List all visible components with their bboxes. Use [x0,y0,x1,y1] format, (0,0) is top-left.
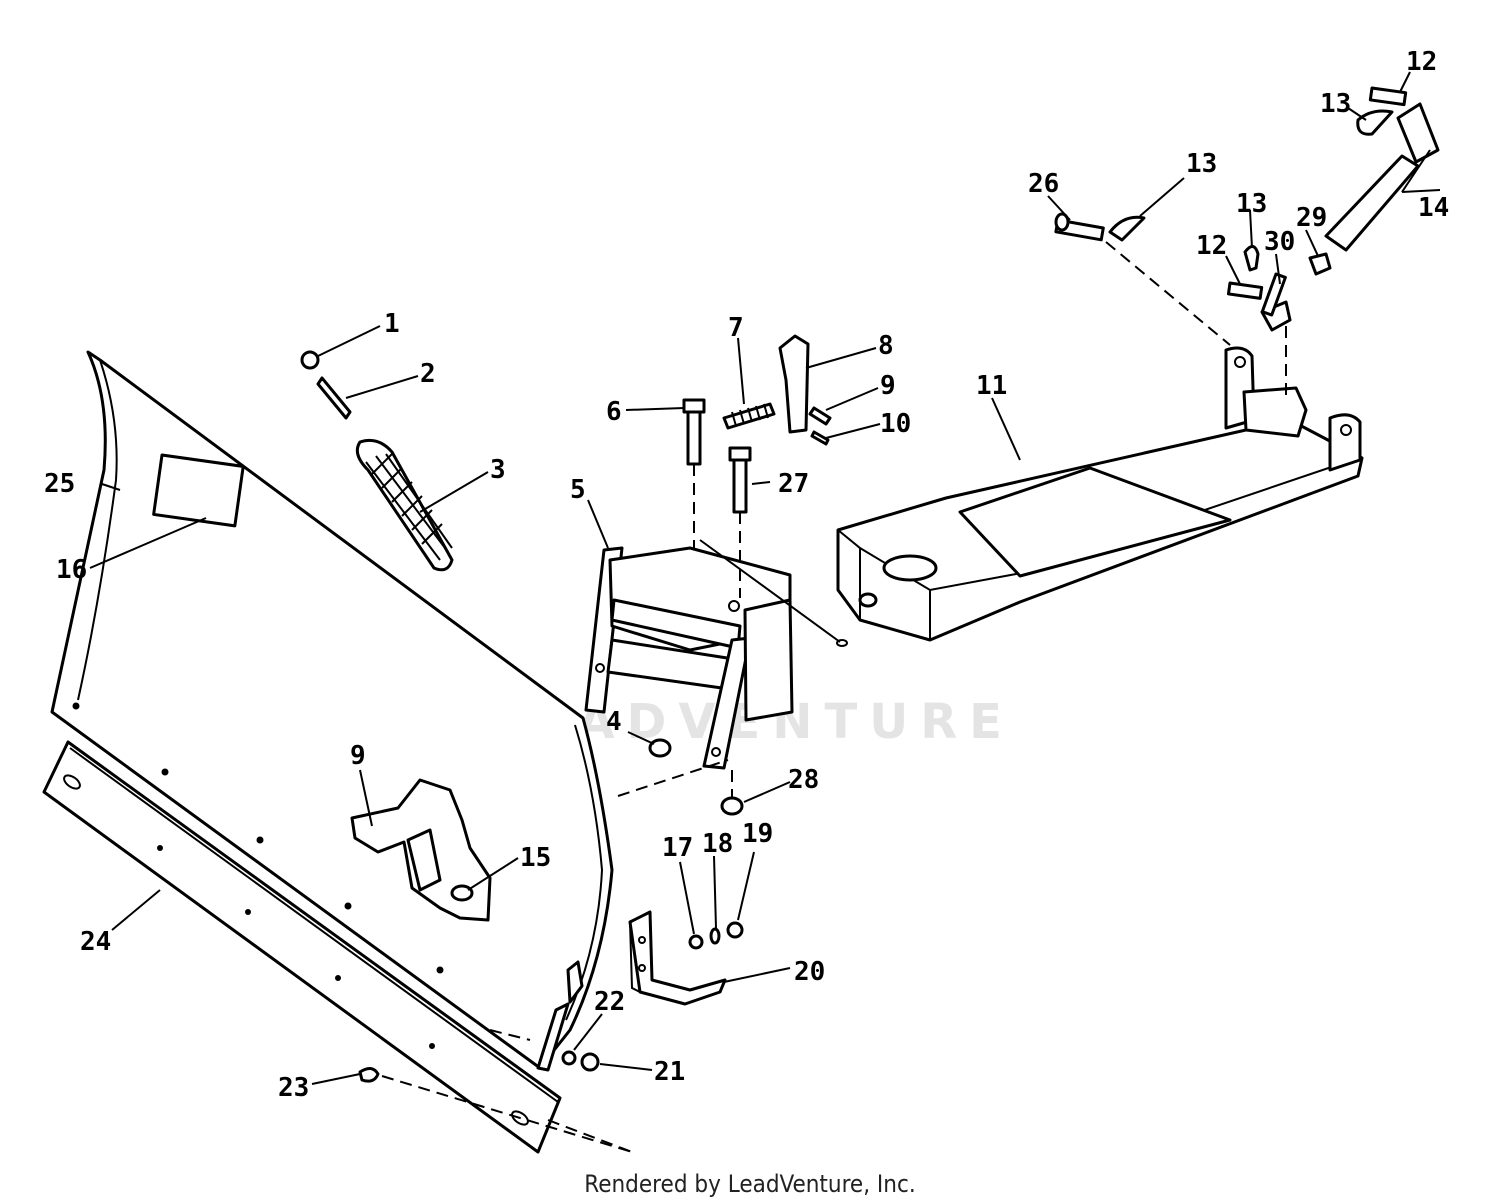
adjuster-30 [1260,300,1292,332]
extension-spring-3 [355,438,454,572]
callout-14: 14 [1418,193,1449,223]
leader-lines [89,71,1441,1085]
callout-3: 3 [490,455,506,485]
hairpin-13c [1356,109,1394,136]
mount-bracket [628,910,727,1006]
pivot-frame [584,539,848,770]
callout-27: 27 [778,469,809,499]
callout-9-bracket: 9 [350,741,366,771]
lock-washer-22 [561,1050,577,1066]
nut-21 [580,1052,600,1072]
callout-19: 19 [742,819,773,849]
callout-29: 29 [1296,203,1327,233]
callout-17: 17 [662,833,693,863]
callout-24: 24 [80,927,111,957]
washer-17 [688,934,704,950]
callout-11: 11 [976,371,1007,401]
lock-washer-18 [709,927,721,945]
hairpin-13a [1108,215,1146,242]
callout-9-lever: 9 [880,371,896,401]
nut-frame [858,592,878,608]
callout-23: 23 [278,1073,309,1103]
callout-28: 28 [788,765,819,795]
push-frame [836,346,1364,642]
frame-slot [882,554,938,582]
pin-10 [810,430,830,446]
cutting-edge [42,740,562,1154]
nut-29 [1308,252,1332,276]
hex-nut-1 [300,350,320,370]
callout-1: 1 [384,309,400,339]
spring-9 [808,406,832,426]
assembly-lines [381,241,1287,1153]
callout-30: 30 [1264,227,1295,257]
callout-12-frame: 12 [1196,231,1227,261]
bolt-30 [1260,272,1287,317]
clevis-pin-12a [1226,281,1264,300]
blade-lower-bracket [566,960,584,1004]
clevis-pin-26 [1054,212,1105,242]
callout-13-frame: 13 [1186,149,1217,179]
callout-18: 18 [702,829,733,859]
callout-2: 2 [420,359,436,389]
warning-decal [152,453,245,528]
callout-13-mid: 13 [1236,189,1267,219]
nut-19 [726,921,744,939]
blade-bracket [350,778,492,922]
hex-nut-28 [720,796,744,816]
callout-labels: 1 2 3 4 5 6 7 8 9 9 10 11 12 12 13 13 13… [44,47,1449,1103]
callout-16: 16 [56,555,87,585]
callout-5: 5 [570,475,586,505]
eyebolt-2 [316,376,352,420]
hex-bolt-6 [682,398,706,466]
hex-bolt-27 [728,446,752,514]
callout-4: 4 [606,707,622,737]
callout-26: 26 [1028,169,1059,199]
callout-7: 7 [728,313,744,343]
callout-25: 25 [44,469,75,499]
callout-12-link: 12 [1406,47,1437,77]
lift-lever-8 [778,334,810,434]
callout-13-link: 13 [1320,89,1351,119]
lift-link-14 [1324,102,1440,252]
clevis-pin-12b [1368,86,1408,107]
callout-21: 21 [654,1057,685,1087]
footer-credit: Rendered by LeadVenture, Inc. [584,1170,916,1198]
callout-20: 20 [794,957,825,987]
spring-7 [722,402,776,430]
hex-nut-4 [648,738,672,758]
blade-lower-plate [536,1002,570,1072]
callout-6: 6 [606,397,622,427]
hairpin-13b [1243,245,1260,272]
callout-10: 10 [880,409,911,439]
carriage-bolt-23 [358,1067,380,1083]
callout-15: 15 [520,843,551,873]
callout-8: 8 [878,331,894,361]
callout-22: 22 [594,987,625,1017]
